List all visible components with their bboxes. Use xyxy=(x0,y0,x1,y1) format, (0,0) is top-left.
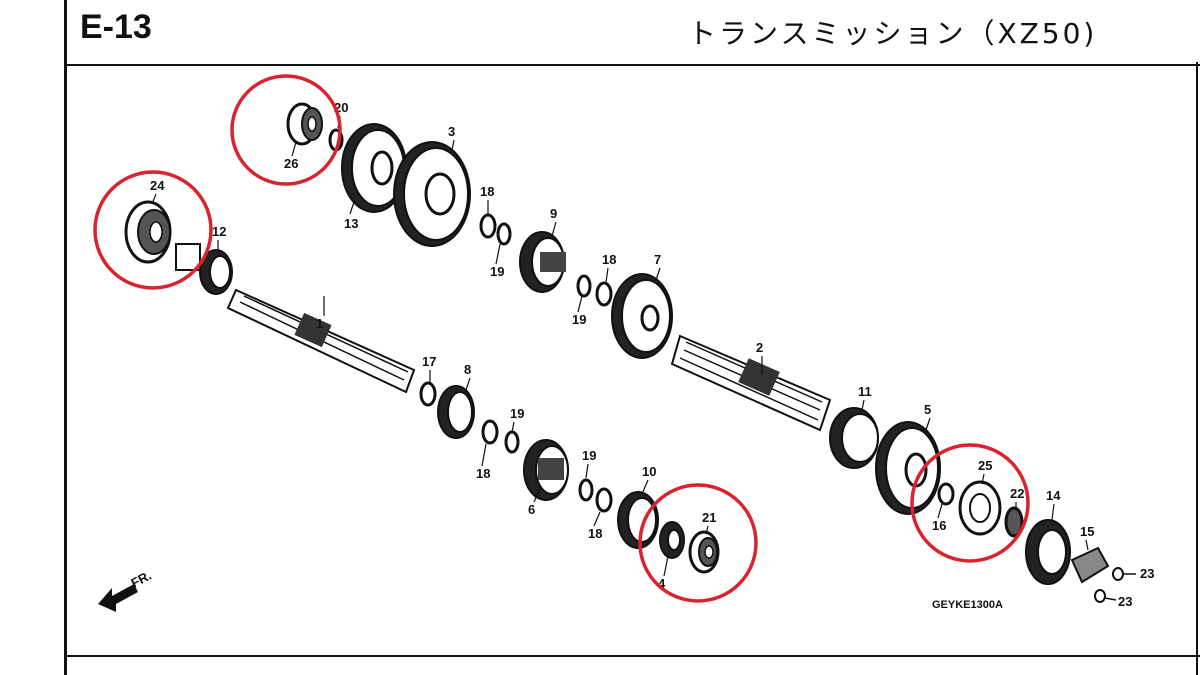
washer-19-upper-a xyxy=(496,222,512,246)
washer-18-lower-a xyxy=(481,419,499,445)
highlight-circle-25 xyxy=(910,443,1030,563)
front-direction-arrow: FR. xyxy=(98,568,154,612)
callout-2: 2 xyxy=(756,340,763,355)
gear-8 xyxy=(437,385,475,439)
bolt-23-b xyxy=(1094,589,1117,603)
sprocket-14 xyxy=(1025,519,1071,585)
highlight-circle-21 xyxy=(638,483,758,603)
mainshaft-1 xyxy=(226,288,416,394)
washer-18-upper-a xyxy=(479,213,497,239)
callout-1: 1 xyxy=(316,316,323,331)
right-border xyxy=(1196,62,1198,675)
gear-6 xyxy=(523,439,569,501)
gear-7 xyxy=(611,273,673,359)
section-code: E-13 xyxy=(80,8,152,46)
callout-13: 13 xyxy=(344,216,358,231)
callout-19-d: 19 xyxy=(582,448,596,463)
washer-19-lower-b xyxy=(578,478,594,502)
callout-23-b: 23 xyxy=(1118,594,1132,609)
callout-11: 11 xyxy=(858,384,872,399)
callout-18-a: 18 xyxy=(480,184,494,199)
callout-7: 7 xyxy=(654,252,661,267)
bearing-21 xyxy=(688,530,720,574)
washer-18-upper-b xyxy=(595,281,613,307)
washer-16 xyxy=(937,482,955,506)
callout-17: 17 xyxy=(422,354,436,369)
left-border xyxy=(64,0,67,675)
callout-24: 24 xyxy=(150,178,165,193)
callout-labels: 1 2 3 4 5 6 7 8 9 10 11 12 13 14 15 16 1… xyxy=(150,100,1154,609)
callout-21: 21 xyxy=(702,510,716,525)
plate-15 xyxy=(1070,546,1110,584)
washer-19-upper-b xyxy=(576,274,592,298)
callout-12: 12 xyxy=(212,224,226,239)
gear-5 xyxy=(875,421,941,515)
callout-6: 6 xyxy=(528,502,535,517)
bearing-26 xyxy=(286,102,323,146)
section-title: トランスミッション（XZ50) xyxy=(688,17,1098,50)
gear-12 xyxy=(199,249,233,295)
leader-lines xyxy=(151,115,1089,577)
bushing xyxy=(175,243,201,271)
gear-3 xyxy=(393,141,471,247)
gear-13 xyxy=(341,123,407,213)
highlight-circle-26 xyxy=(230,74,342,186)
washer-18-lower-b xyxy=(595,487,613,513)
callout-18-c: 18 xyxy=(476,466,490,481)
callout-4: 4 xyxy=(658,576,666,591)
callout-10: 10 xyxy=(642,464,656,479)
drawing-code: GEYKE1300A xyxy=(932,599,1003,611)
gear-10 xyxy=(617,491,659,549)
callout-25: 25 xyxy=(978,458,992,473)
callout-9: 9 xyxy=(550,206,557,221)
gear-4 xyxy=(659,521,685,559)
callout-15: 15 xyxy=(1080,524,1094,539)
seal-22 xyxy=(1004,506,1024,538)
callout-16: 16 xyxy=(932,518,946,533)
gear-11 xyxy=(829,407,879,469)
callout-19-b: 19 xyxy=(572,312,586,327)
countershaft-2 xyxy=(670,334,832,432)
callout-22: 22 xyxy=(1010,486,1024,501)
bolt-23-a xyxy=(1112,567,1136,581)
washer-19-lower-a xyxy=(504,430,520,454)
callout-8: 8 xyxy=(464,362,471,377)
callout-23-a: 23 xyxy=(1140,566,1154,581)
washer-17 xyxy=(419,381,437,407)
highlight-circle-24 xyxy=(93,170,213,290)
callout-14: 14 xyxy=(1046,488,1061,503)
callout-19-a: 19 xyxy=(490,264,504,279)
callout-3: 3 xyxy=(448,124,455,139)
bearing-24 xyxy=(124,200,172,264)
gear-9 xyxy=(519,231,566,293)
callout-18-d: 18 xyxy=(588,526,602,541)
callout-18-b: 18 xyxy=(602,252,616,267)
callout-19-c: 19 xyxy=(510,406,524,421)
callout-26: 26 xyxy=(284,156,298,171)
highlight-circles xyxy=(93,74,1030,603)
bearing-25 xyxy=(958,480,1002,536)
footer-divider xyxy=(64,655,1200,657)
callout-5: 5 xyxy=(924,402,931,417)
header-divider xyxy=(64,64,1200,66)
